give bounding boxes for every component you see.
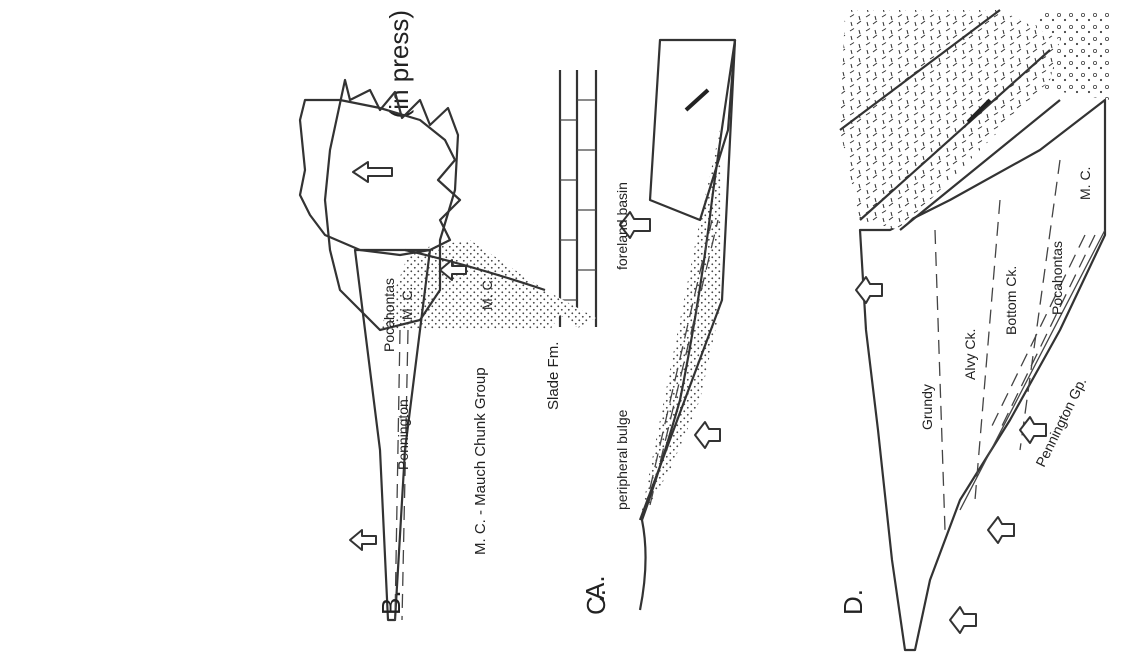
panel-a-slade-label: Slade Fm. <box>545 342 562 410</box>
panel-d-pocahontas-label: Pocahontas <box>1049 241 1065 315</box>
panel-d-arrow-right-3 <box>950 607 976 633</box>
panel-c-arrow-bulge <box>695 422 720 448</box>
panel-b-volcanic-block <box>300 100 460 255</box>
panel-a: A. Slade Fm. M. C. M. C. - Mauch Chunk G… <box>325 70 610 600</box>
panel-b-pennington-label: Pennington <box>395 399 411 470</box>
panel-b-mc-label: M. C. <box>399 287 415 320</box>
panel-a-mc-label: M. C. <box>479 277 495 310</box>
panel-d: D. Grundy Alvy Ck. Bottom Ck. Pocahontas… <box>838 10 1110 650</box>
panel-c: C. peripheral bulge foreland basin <box>581 40 735 615</box>
panel-d-arrow-right-1 <box>1020 417 1046 443</box>
panel-c-letter: C. <box>581 589 611 615</box>
panel-d-alvy-label: Alvy Ck. <box>962 329 978 380</box>
panel-a-legend: M. C. - Mauch Chunk Group <box>472 367 489 555</box>
panel-d-bottom-label: Bottom Ck. <box>1003 266 1019 335</box>
panel-b-letter: B. <box>376 590 406 615</box>
panel-b-arrow-left <box>350 530 376 550</box>
panel-d-letter: D. <box>838 589 868 615</box>
panel-d-grundy-label: Grundy <box>919 384 935 430</box>
panel-c-peripheral-bulge-label: peripheral bulge <box>614 409 630 510</box>
header-partial-text: (in press) <box>384 10 414 118</box>
panel-d-pennington-label: Pennington Gp. <box>1032 375 1089 469</box>
panel-b: B. Pocahontas M. C. Pennington <box>300 100 466 620</box>
panel-d-arrow-right-2 <box>988 517 1014 543</box>
panel-b-uplift-arrow <box>353 162 392 182</box>
panel-c-foreland-basin-label: foreland basin <box>614 182 630 270</box>
panel-b-pocahontas-label: Pocahontas <box>381 278 397 352</box>
panel-d-arrow-upper <box>856 277 882 303</box>
panel-d-mc-label: M. C. <box>1077 167 1093 200</box>
